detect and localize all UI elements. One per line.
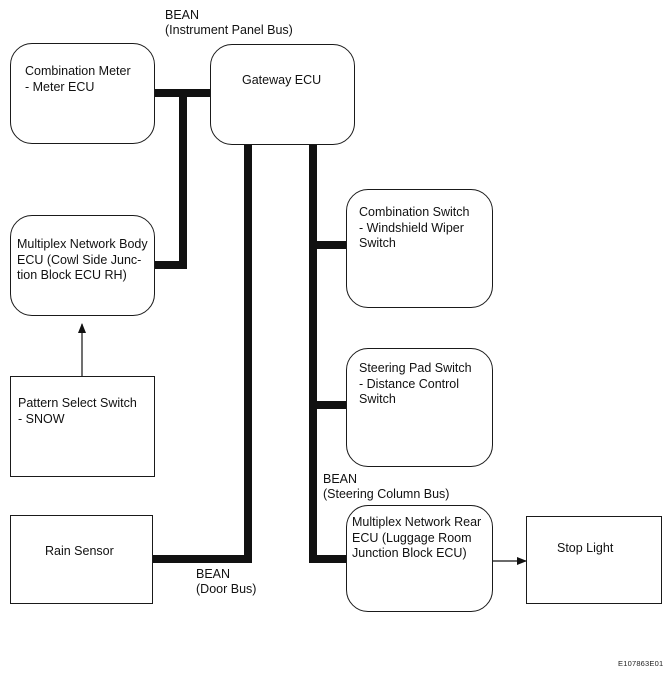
rain-sensor-label: Rain Sensor <box>45 544 114 558</box>
combination-switch-box: Combination Switch - Windshield Wiper Sw… <box>346 189 493 308</box>
instrument-panel-bus-label: BEAN (Instrument Panel Bus) <box>165 8 293 37</box>
combination-switch-label: Combination Switch - Windshield Wiper Sw… <box>359 205 470 250</box>
stop-light-box: Stop Light <box>526 516 662 604</box>
body-ecu-label: Multiplex Network Body ECU (Cowl Side Ju… <box>17 237 148 282</box>
rear-ecu-box: Multiplex Network Rear ECU (Luggage Room… <box>346 505 493 612</box>
rain-sensor-box: Rain Sensor <box>10 515 153 604</box>
rear-ecu-label: Multiplex Network Rear ECU (Luggage Room… <box>352 515 482 560</box>
pattern-select-switch-box: Pattern Select Switch - SNOW <box>10 376 155 477</box>
body-ecu-box: Multiplex Network Body ECU (Cowl Side Ju… <box>10 215 155 316</box>
steering-column-bus-label: BEAN (Steering Column Bus) <box>323 472 450 501</box>
figure-code: E107863E01 <box>618 659 664 668</box>
door-bus-label: BEAN (Door Bus) <box>196 567 257 596</box>
steering-pad-switch-box: Steering Pad Switch - Distance Control S… <box>346 348 493 467</box>
stop-light-label: Stop Light <box>557 541 614 555</box>
gateway-ecu-label: Gateway ECU <box>242 73 322 87</box>
steering-pad-switch-label: Steering Pad Switch - Distance Control S… <box>359 361 472 406</box>
combination-meter-label: Combination Meter - Meter ECU <box>25 64 131 94</box>
gateway-ecu-box: Gateway ECU <box>210 44 355 145</box>
combination-meter-box: Combination Meter - Meter ECU <box>10 43 155 144</box>
pattern-select-switch-label: Pattern Select Switch - SNOW <box>18 396 137 426</box>
